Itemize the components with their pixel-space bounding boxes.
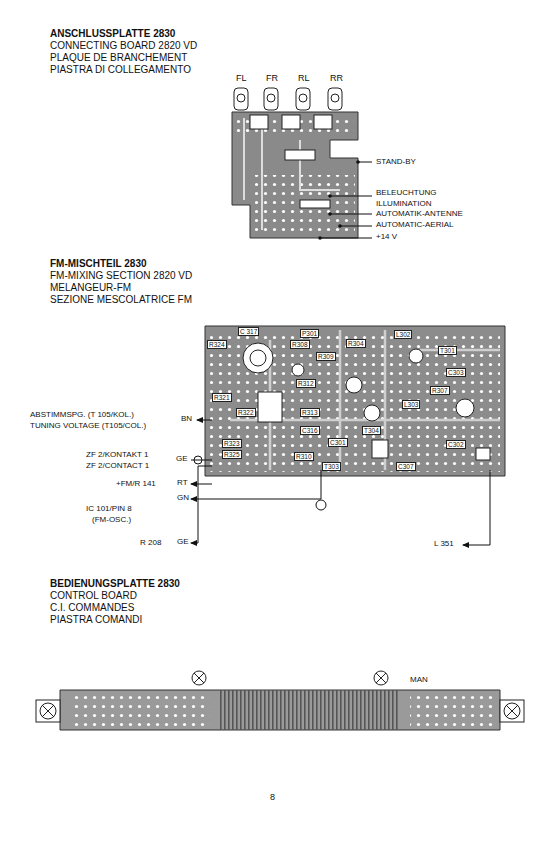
component-label: R313 — [300, 408, 320, 417]
component-label: C316 — [300, 426, 320, 435]
component-label: T301 — [438, 346, 457, 355]
section-heading: CONTROL BOARD — [50, 590, 137, 601]
section-heading: FM-MIXING SECTION 2820 VD — [50, 270, 192, 281]
signal-label: ABSTIMMSPG. (T 105/KOL.) — [30, 411, 134, 420]
section-heading: CONNECTING BOARD 2820 VD — [50, 40, 197, 51]
signal-label: +14 V — [376, 233, 397, 242]
signal-label: AUTOMATIC-AERIAL — [376, 221, 454, 230]
component-label: L303 — [402, 400, 420, 409]
signal-label: STAND-BY — [376, 158, 416, 167]
section-heading: MELANGEUR-FM — [50, 282, 131, 293]
signal-label: +FM/R 141 — [116, 480, 156, 489]
component-label: C303 — [446, 368, 466, 377]
component-label: R310 — [294, 452, 314, 461]
component-label: C307 — [396, 462, 416, 471]
component-label: L302 — [394, 330, 412, 339]
signal-label: BN — [181, 415, 192, 424]
signal-label: L 351 — [434, 540, 454, 549]
signal-label: R 208 — [140, 539, 161, 548]
component-label: C 317 — [238, 327, 259, 336]
component-label: R324 — [207, 340, 227, 349]
component-label: R307 — [430, 386, 450, 395]
signal-label: BELEUCHTUNG — [376, 189, 436, 198]
signal-label: GE — [176, 455, 188, 464]
signal-label: ZF 2/CONTACT 1 — [86, 462, 149, 471]
section-heading: BEDIENUNGSPLATTE 2830 — [50, 578, 180, 589]
section-heading: SEZIONE MESCOLATRICE FM — [50, 294, 192, 305]
component-label: R322 — [236, 408, 256, 417]
component-label: C301 — [328, 438, 348, 447]
control-board — [36, 671, 524, 730]
section-heading: FM-MISCHTEIL 2830 — [50, 258, 147, 269]
signal-label: MAN — [410, 676, 428, 685]
signal-label: GN — [177, 494, 189, 503]
component-label: R304 — [346, 339, 366, 348]
signal-label: GE — [177, 538, 189, 547]
terminal-label: RL — [298, 74, 310, 84]
component-label: R312 — [296, 379, 316, 388]
component-label: T304 — [362, 426, 381, 435]
component-label: R308 — [290, 340, 310, 349]
signal-label: IC 101/PIN 8 — [86, 505, 132, 514]
section-heading: PLAQUE DE BRANCHEMENT — [50, 52, 187, 63]
signal-label: ZF 2/KONTAKT 1 — [86, 451, 148, 460]
signal-label: ILLUMINATION — [376, 200, 431, 209]
component-label: R309 — [316, 352, 336, 361]
terminal-label: FL — [236, 74, 247, 84]
component-label: R321 — [212, 393, 232, 402]
component-label: P301 — [300, 329, 319, 338]
terminal-label: RR — [330, 74, 343, 84]
section-heading: C.I. COMMANDES — [50, 602, 134, 613]
section-heading: PIASTRA DI COLLEGAMENTO — [50, 64, 191, 75]
component-label: C302 — [446, 440, 466, 449]
component-label: R325 — [222, 450, 242, 459]
component-label: R323 — [222, 439, 242, 448]
signal-label: RT — [177, 479, 188, 488]
signal-label: (FM-OSC.) — [92, 516, 131, 525]
signal-label: TUNING VOLTAGE (T105/COL.) — [30, 422, 146, 431]
connecting-board — [232, 88, 372, 240]
terminal-label: FR — [266, 74, 278, 84]
signal-label: AUTOMATIK-ANTENNE — [376, 210, 463, 219]
section-heading: ANSCHLUSSPLATTE 2830 — [50, 28, 175, 39]
terminal-label: 8 — [270, 793, 275, 803]
component-label: T303 — [322, 462, 341, 471]
section-heading: PIASTRA COMANDI — [50, 614, 142, 625]
fm-mixing-board — [191, 326, 505, 545]
